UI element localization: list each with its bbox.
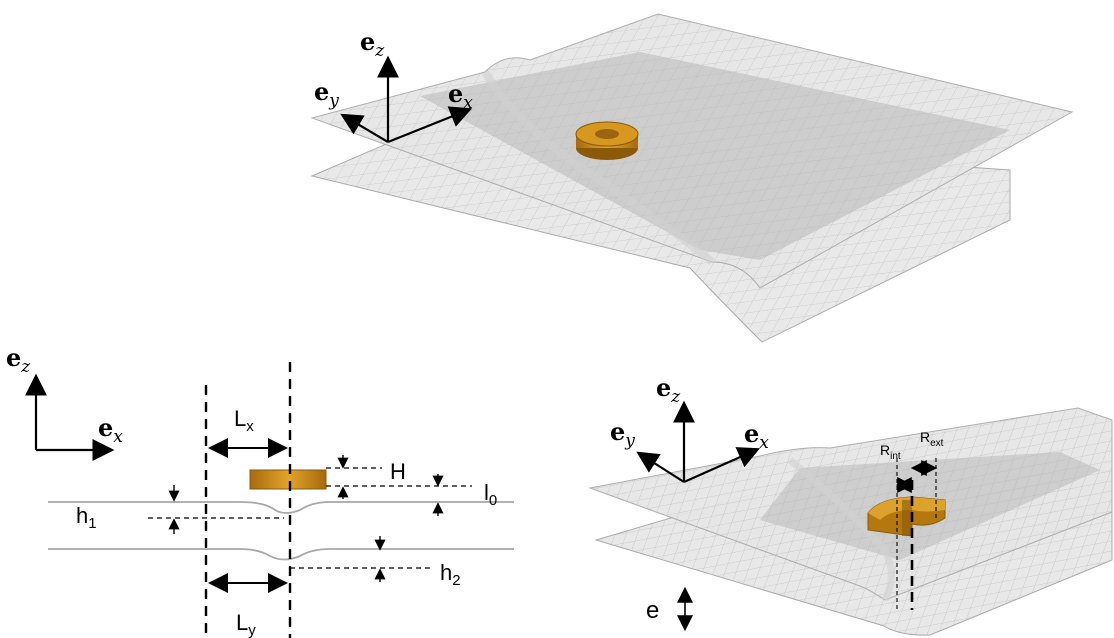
label-Rext: Rext [920, 429, 944, 449]
label-ex-top: ex [448, 79, 473, 113]
label-e: e [646, 597, 659, 624]
label-ex-left: ex [98, 413, 123, 447]
label-H: H [390, 459, 406, 484]
bottom-3d-view [588, 400, 1113, 636]
label-h1: h1 [76, 503, 97, 532]
label-ez-top: ez [360, 27, 385, 61]
label-Ly: Ly [236, 610, 256, 638]
label-l0: l0 [484, 480, 497, 509]
upper-dark-region [420, 52, 1010, 260]
ring-magnet-top [575, 121, 639, 160]
magnet-side [249, 469, 327, 490]
top-3d-view [310, 13, 1074, 343]
upper-sheet-profile [48, 501, 514, 514]
cut-ring-magnet [867, 496, 946, 537]
label-h2: h2 [440, 560, 461, 589]
label-ez-left: ez [6, 343, 31, 377]
label-Rint: Rint [880, 442, 901, 462]
axes-top [340, 55, 473, 144]
label-ey-top: ey [314, 77, 339, 111]
label-ez-right: ez [656, 373, 681, 407]
label-ex-right: ex [744, 419, 769, 453]
side-view-schematic [25, 362, 514, 638]
lower-sheet-profile [48, 548, 514, 561]
label-Lx: Lx [234, 406, 254, 435]
label-ey-right: ey [610, 417, 635, 451]
